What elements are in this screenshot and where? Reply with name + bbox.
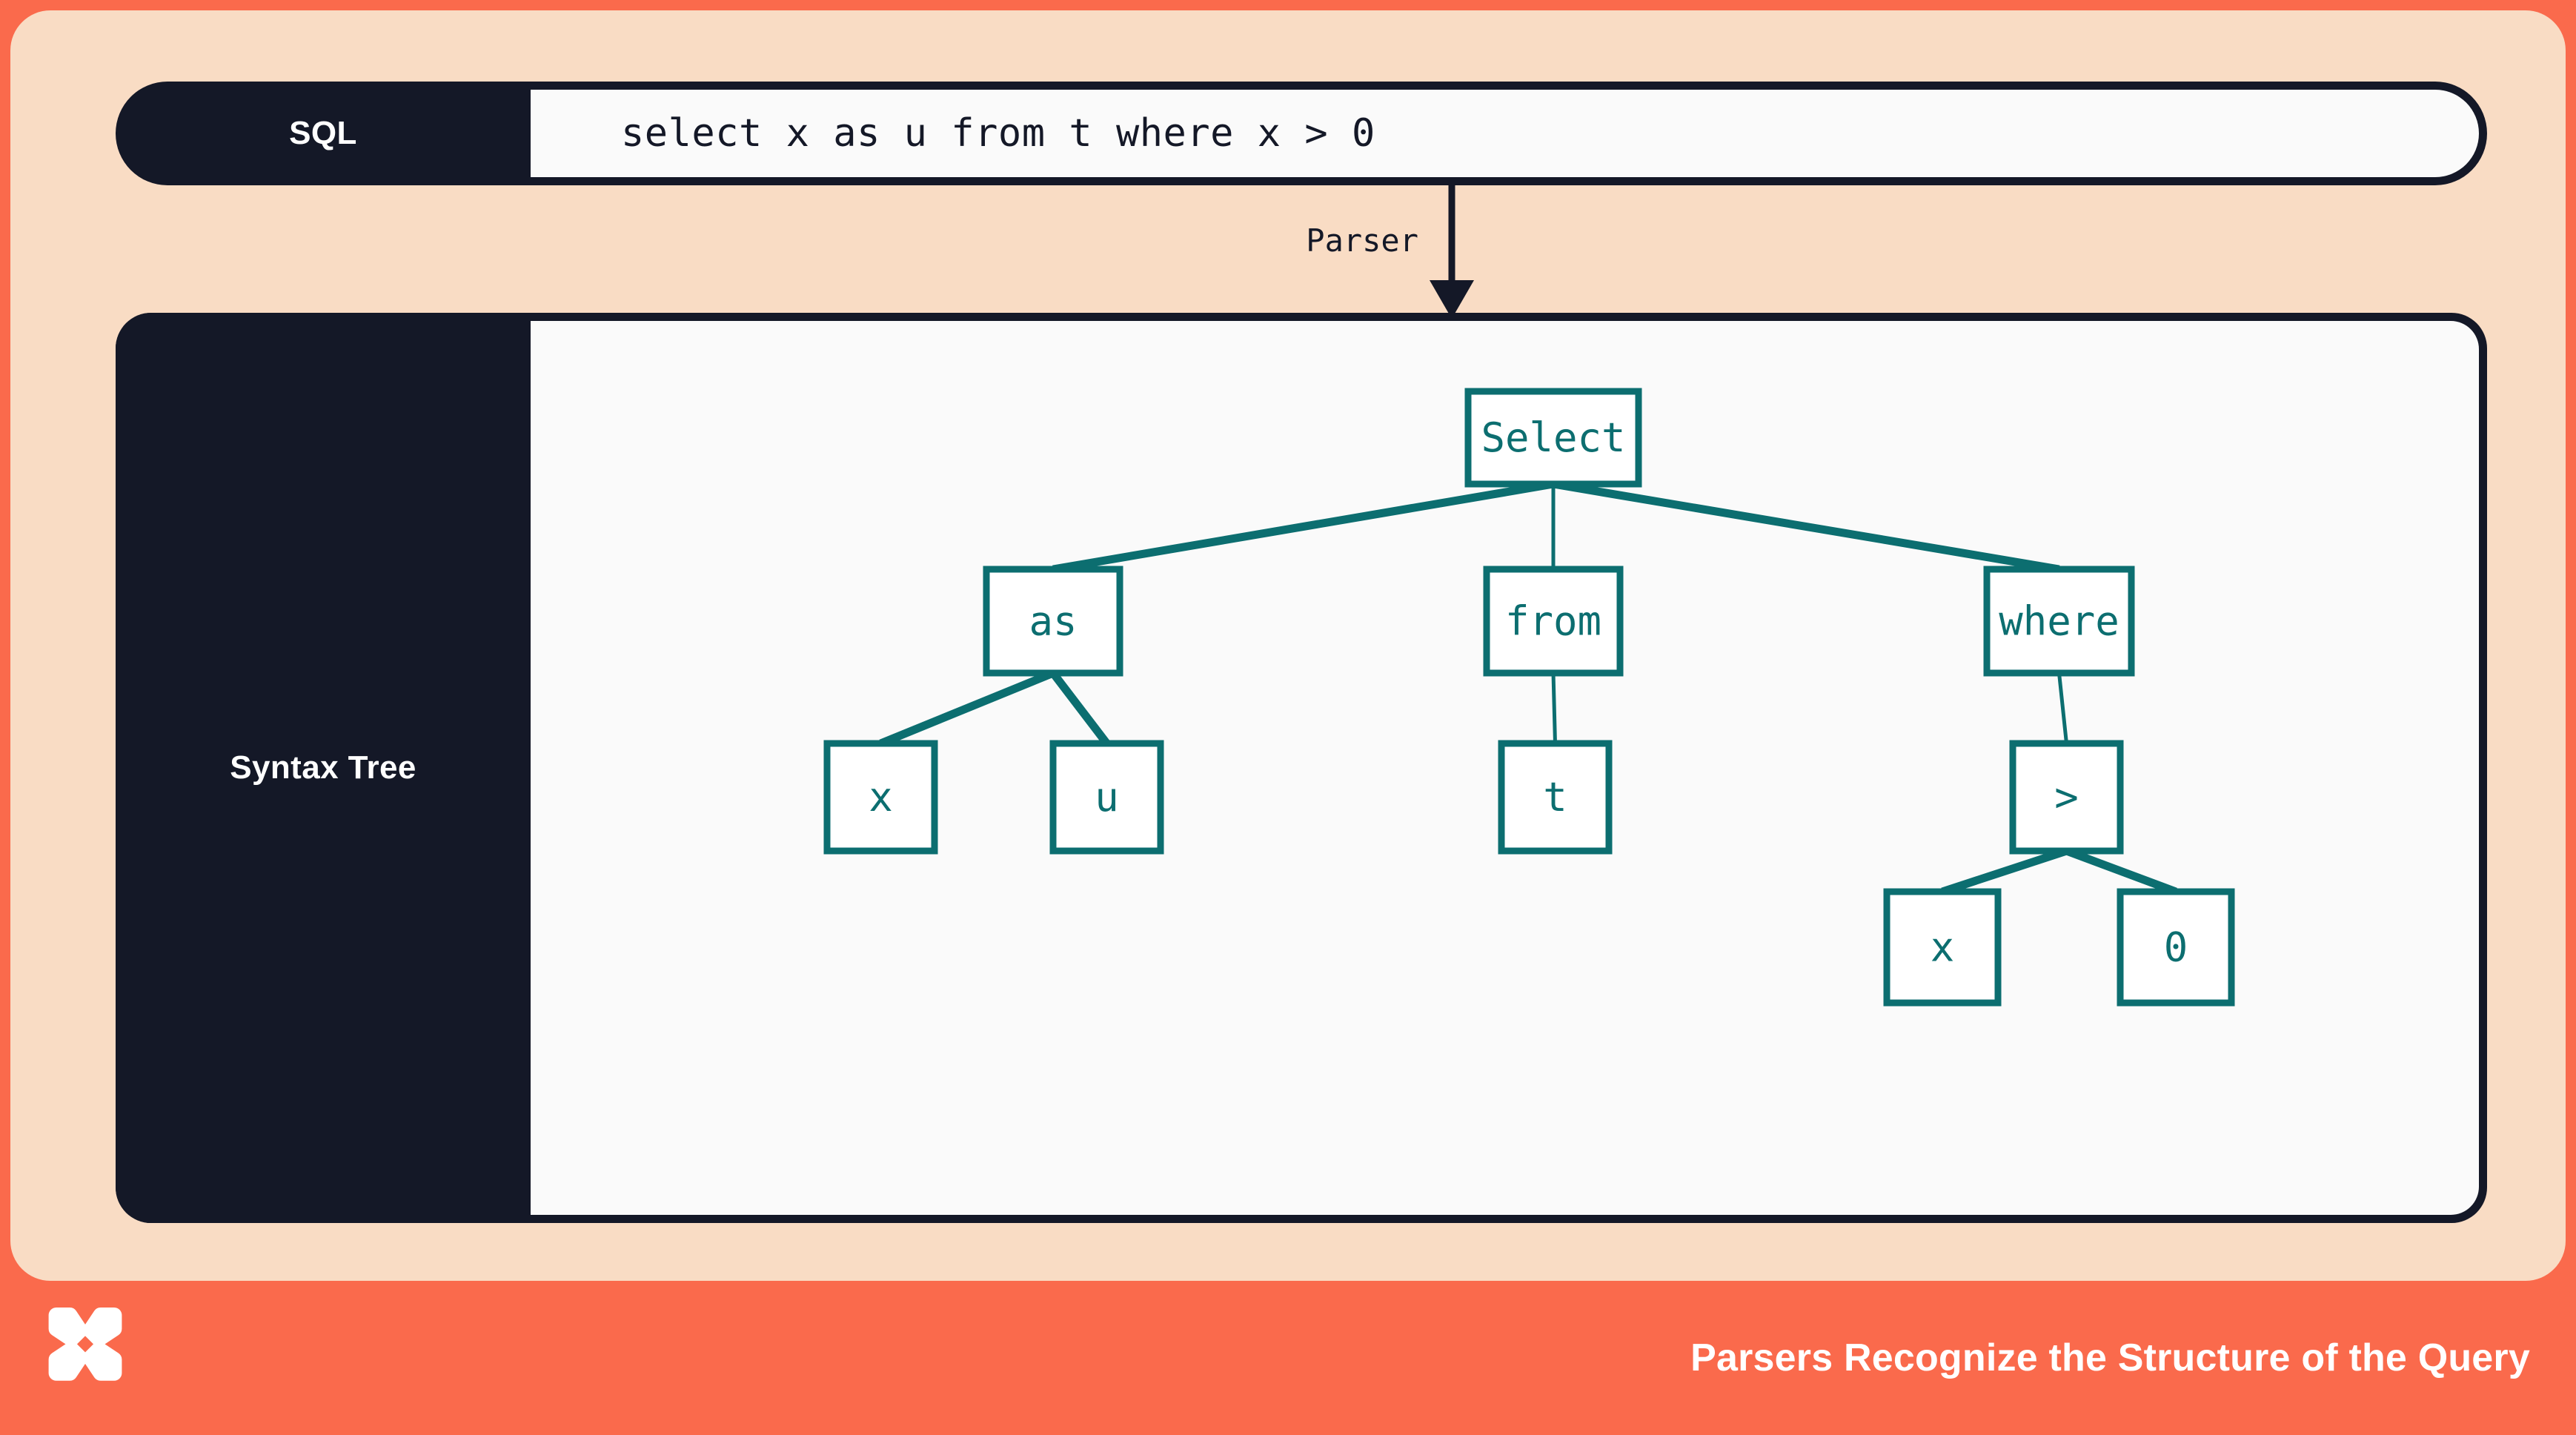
content-card: SQL select x as u from t where x > 0 Par… [10,10,2566,1281]
sql-row: SQL select x as u from t where x > 0 [116,82,2487,185]
footer-bar: Parsers Recognize the Structure of the Q… [0,1281,2576,1435]
tree-node-where[interactable]: where [1983,566,2135,677]
tree-node-label: 0 [2164,924,2188,971]
tree-node-gt_0[interactable]: 0 [2117,888,2235,1007]
tree-node-label: where [1999,598,2119,645]
tree-edge [1551,672,1557,744]
syntax-tree-canvas-area: Select as from where x u t > x 0 [531,321,2479,1215]
tree-node-from_t[interactable]: t [1498,740,1613,855]
syntax-tree-panel: Syntax Tree Select as from where x u t > x 0 [116,313,2487,1223]
tree-node-label: as [1029,598,1077,645]
tree-edge [1049,670,1110,746]
tree-node-label: x [869,774,893,821]
tree-node-box [1483,566,1624,677]
tree-node-as_u[interactable]: u [1049,740,1164,855]
tree-node-box [823,740,938,855]
parser-label: Parser [1306,222,1418,259]
tree-node-box [1464,388,1642,488]
tree-edge [1941,846,2068,896]
tree-node-as[interactable]: as [983,566,1123,677]
tree-node-box [1498,740,1613,855]
tree-edge [2065,846,2177,896]
parser-arrow-group: Parser [1270,185,1581,319]
tree-node-select[interactable]: Select [1464,388,1642,488]
syntax-tree-label: Syntax Tree [230,749,416,786]
tree-node-box [983,566,1123,677]
sql-query-text: select x as u from t where x > 0 [621,111,1375,156]
tree-node-label: Select [1481,414,1625,461]
footer-caption: Parsers Recognize the Structure of the Q… [1690,1336,2530,1379]
tree-node-box [1049,740,1164,855]
tree-node-from[interactable]: from [1483,566,1624,677]
tree-node-as_x[interactable]: x [823,740,938,855]
tree-node-label: > [2054,774,2079,821]
tree-node-label: x [1931,924,1955,971]
tree-edge [879,669,1055,748]
tree-node-box [2117,888,2235,1007]
tree-node-label: from [1505,598,1601,645]
tree-node-label: u [1095,774,1119,821]
sql-query-input[interactable]: select x as u from t where x > 0 [531,90,2479,177]
tree-node-gt[interactable]: > [2009,740,2124,855]
tree-node-box [2009,740,2124,855]
tree-edge [1052,480,1554,574]
arrow-down-icon [1430,185,1474,319]
syntax-tree-svg: Select as from where x u t > x 0 [823,388,2235,1007]
sql-label: SQL [289,115,357,151]
x-mark-logo-icon [48,1308,122,1381]
tree-node-box [1883,888,2002,1007]
syntax-tree-sidebar: Syntax Tree [116,313,531,1223]
tree-edge [1553,480,2060,574]
tree-node-label: t [1543,774,1567,821]
tree-node-gt_x[interactable]: x [1883,888,2002,1007]
tree-node-box [1983,566,2135,677]
tree-edge [2057,672,2068,744]
